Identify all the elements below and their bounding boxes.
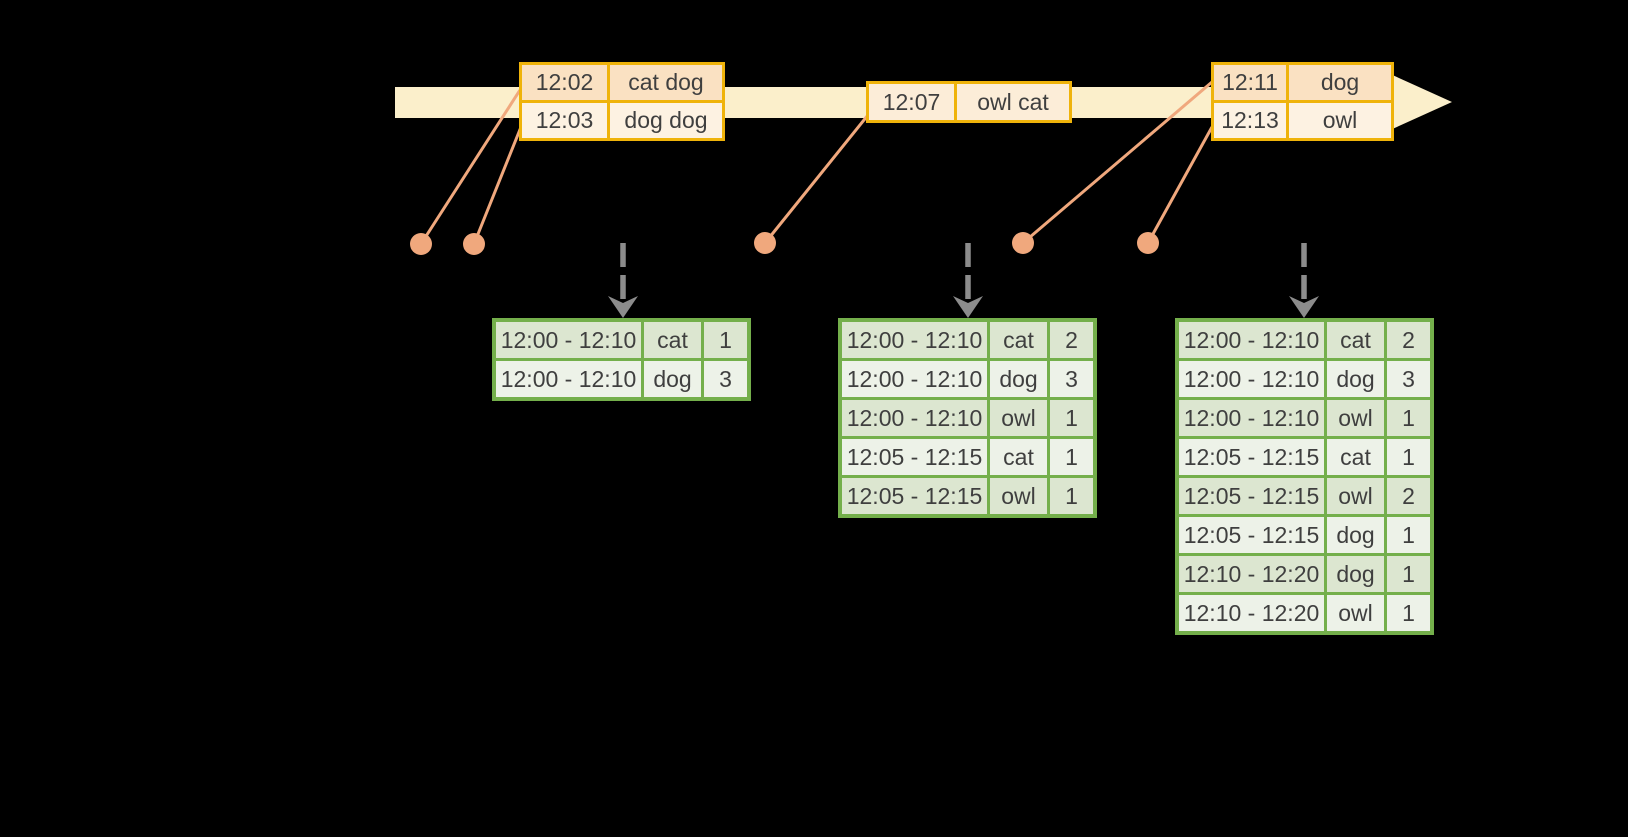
count-cell: 1 [1387,439,1430,475]
count-cell: 1 [1050,400,1093,436]
input-batch-2: 12:07 owl cat [866,81,1072,123]
word-cell: owl [1327,595,1384,631]
window-cell: 12:00 - 12:10 [1179,400,1324,436]
connector-line [763,114,870,244]
result-table-1: 12:00 - 12:10 cat 1 12:00 - 12:10 dog 3 [492,318,751,401]
connector-line [1146,126,1214,244]
event-dot-icon [410,233,432,255]
event-dot-icon [463,233,485,255]
trigger-arrowhead-icon [1289,296,1319,318]
word-cell: cat [990,439,1047,475]
window-cell: 12:05 - 12:15 [1179,439,1324,475]
count-cell: 3 [704,361,747,397]
count-cell: 2 [1050,322,1093,358]
result-table-3: 12:00 - 12:10 cat 2 12:00 - 12:10 dog 3 … [1175,318,1434,635]
event-words-cell: dog dog [610,103,722,138]
window-cell: 12:10 - 12:20 [1179,595,1324,631]
connector-line [472,126,523,245]
event-dot-icon [754,232,776,254]
window-cell: 12:00 - 12:10 [496,322,641,358]
count-cell: 1 [1387,400,1430,436]
result-table-2: 12:00 - 12:10 cat 2 12:00 - 12:10 dog 3 … [838,318,1097,518]
event-words-cell: owl cat [957,84,1069,120]
window-cell: 12:05 - 12:15 [1179,517,1324,553]
trigger-arrowhead-icon [953,296,983,318]
count-cell: 2 [1387,478,1430,514]
event-time-cell: 12:02 [522,65,607,100]
window-cell: 12:00 - 12:10 [1179,361,1324,397]
connector-line [419,89,522,245]
count-cell: 1 [1050,478,1093,514]
window-cell: 12:00 - 12:10 [842,322,987,358]
event-words-cell: owl [1289,103,1391,138]
event-time-cell: 12:11 [1214,65,1286,100]
count-cell: 1 [1387,595,1430,631]
window-cell: 12:05 - 12:15 [842,478,987,514]
event-words-cell: dog [1289,65,1391,100]
count-cell: 2 [1387,322,1430,358]
window-cell: 12:05 - 12:15 [1179,478,1324,514]
window-cell: 12:05 - 12:15 [842,439,987,475]
word-cell: cat [990,322,1047,358]
event-time-cell: 12:07 [869,84,954,120]
event-time-cell: 12:03 [522,103,607,138]
count-cell: 1 [1387,517,1430,553]
count-cell: 1 [1387,556,1430,592]
count-cell: 1 [704,322,747,358]
word-cell: owl [1327,478,1384,514]
word-cell: cat [1327,322,1384,358]
count-cell: 1 [1050,439,1093,475]
word-cell: owl [990,400,1047,436]
trigger-arrowhead-icon [608,296,638,318]
window-cell: 12:00 - 12:10 [842,400,987,436]
window-cell: 12:00 - 12:10 [842,361,987,397]
window-cell: 12:00 - 12:10 [496,361,641,397]
word-cell: owl [990,478,1047,514]
event-dot-icon [1137,232,1159,254]
word-cell: dog [1327,517,1384,553]
word-cell: cat [1327,439,1384,475]
connector-line [1022,80,1213,245]
word-cell: cat [644,322,701,358]
timeline-arrowhead-icon [1388,73,1452,131]
word-cell: owl [1327,400,1384,436]
word-cell: dog [1327,556,1384,592]
event-time-cell: 12:13 [1214,103,1286,138]
word-cell: dog [644,361,701,397]
event-words-cell: cat dog [610,65,722,100]
input-batch-1: 12:02 cat dog 12:03 dog dog [519,62,725,141]
count-cell: 3 [1050,361,1093,397]
word-cell: dog [990,361,1047,397]
event-dot-icon [1012,232,1034,254]
word-cell: dog [1327,361,1384,397]
window-cell: 12:00 - 12:10 [1179,322,1324,358]
count-cell: 3 [1387,361,1430,397]
window-cell: 12:10 - 12:20 [1179,556,1324,592]
input-batch-3: 12:11 dog 12:13 owl [1211,62,1394,141]
